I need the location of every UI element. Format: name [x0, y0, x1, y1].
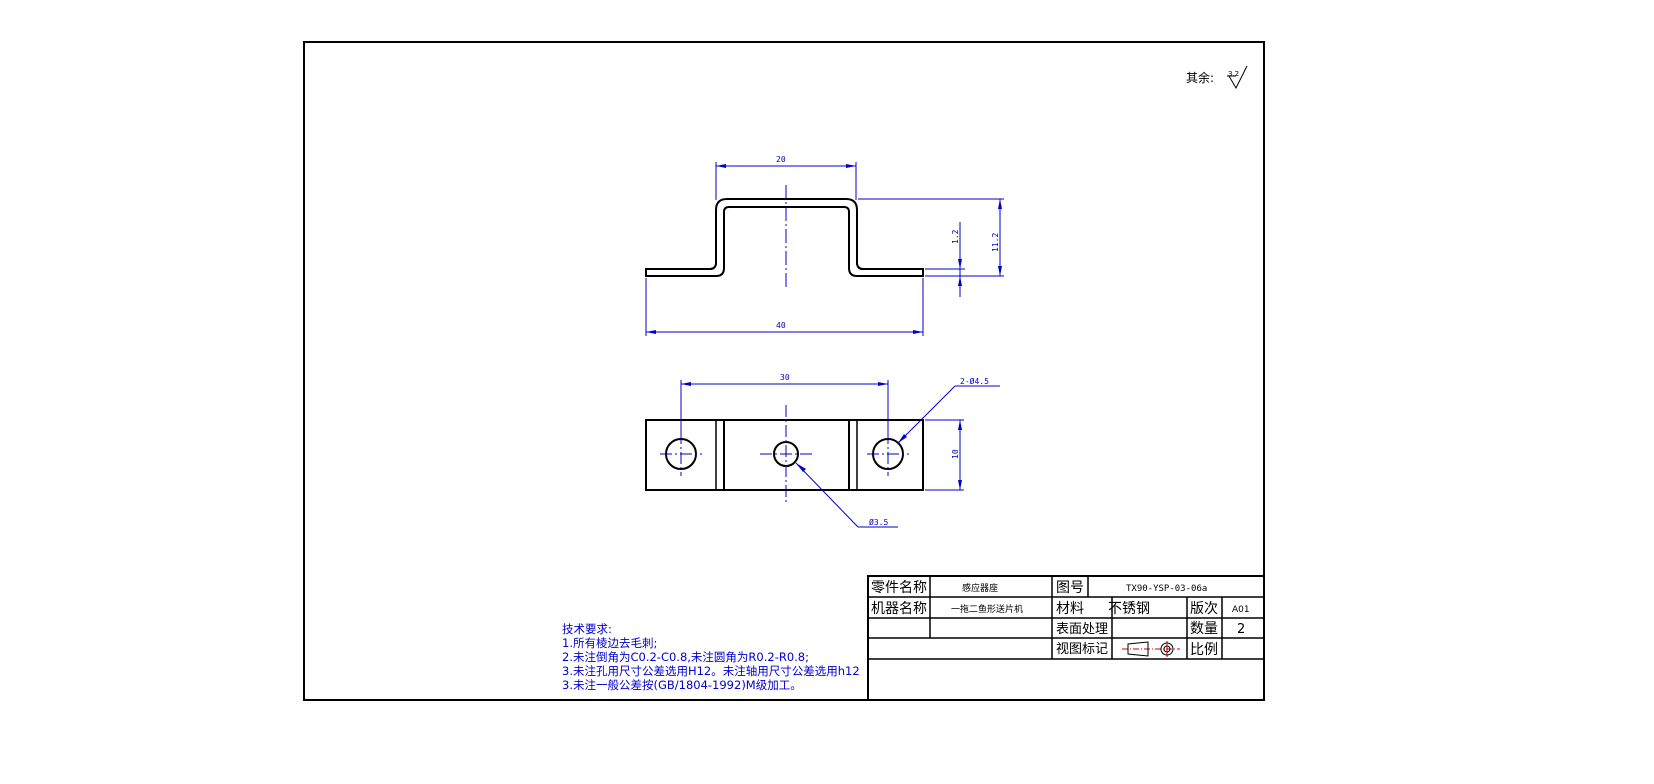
quantity-value: 2 [1237, 622, 1245, 637]
dim-hole-spacing-label: 30 [780, 373, 790, 382]
tech-requirement-1: 1.所有棱边去毛刺; [562, 636, 657, 650]
surface-treatment-label: 表面处理 [1056, 622, 1108, 637]
machine-name-value: 一拖二鱼形送片机 [951, 603, 1023, 615]
surface-roughness-note: 其余: 3.2 [1186, 65, 1248, 90]
dimension-top-width: 20 [715, 155, 857, 200]
tech-requirement-4: 3.未注一般公差按(GB/1804-1992)M级加工。 [562, 678, 802, 692]
top-view: 30 2-Ø4.5 10 Ø3.5 [645, 373, 1000, 528]
leader-side-hole: 2-Ø4.5 [897, 376, 1000, 444]
revision-label: 版次 [1190, 601, 1218, 617]
dim-height-label: 11.2 [991, 233, 1000, 252]
leader-center-hole: Ø3.5 [795, 462, 898, 528]
tech-requirement-2: 2.未注倒角为C0.2-C0.8,未注圆角为R0.2-R0.8; [562, 650, 809, 664]
dimension-height: 11.2 [858, 198, 1004, 277]
scale-label: 比例 [1190, 642, 1218, 658]
plate-outline [645, 419, 924, 491]
view-mark-label: 视图标记 [1056, 642, 1108, 657]
dim-top-width-label: 20 [776, 155, 786, 164]
bracket-profile [645, 198, 924, 277]
roughness-symbol-icon [1227, 65, 1248, 90]
part-name-value: 感应器座 [962, 582, 998, 594]
projection-symbol-icon [1122, 641, 1180, 657]
dimension-hole-spacing: 30 [680, 373, 889, 440]
quantity-label: 数量 [1190, 621, 1218, 637]
tech-requirements-title: 技术要求: [562, 622, 612, 636]
dimension-width: 10 [925, 419, 964, 491]
dim-overall-length-label: 40 [776, 321, 786, 330]
material-value: 不锈钢 [1108, 601, 1150, 617]
dim-center-hole-label: Ø3.5 [869, 517, 888, 527]
tech-requirements: 技术要求: 1.所有棱边去毛刺; 2.未注倒角为C0.2-C0.8,未注圆角为R… [562, 622, 860, 692]
dimension-overall-length: 40 [645, 278, 924, 336]
revision-value: A01 [1232, 605, 1250, 615]
roughness-label: 其余: [1186, 70, 1214, 85]
tech-requirement-3: 3.未注孔用尺寸公差选用H12。未注轴用尺寸公差选用h12 [562, 664, 860, 678]
top-centerlines [660, 405, 909, 505]
title-block: 零件名称 感应器座 图号 TX90-YSP-03-06a 机器名称 一拖二鱼形送… [867, 575, 1265, 701]
machine-name-label: 机器名称 [871, 601, 927, 617]
dim-side-hole-label: 2-Ø4.5 [960, 376, 989, 386]
drawing-frame [303, 41, 1265, 701]
roughness-value: 3.2 [1228, 70, 1239, 78]
front-view: 20 40 1.2 11.2 [645, 155, 1004, 336]
dim-width-label: 10 [951, 449, 960, 459]
drawing-no-value: TX90-YSP-03-06a [1126, 584, 1207, 594]
drawing-no-label: 图号 [1056, 580, 1084, 596]
part-name-label: 零件名称 [871, 580, 927, 596]
dim-thickness-label: 1.2 [951, 229, 960, 244]
dimension-thickness: 1.2 [925, 222, 965, 297]
material-label: 材料 [1056, 601, 1084, 617]
